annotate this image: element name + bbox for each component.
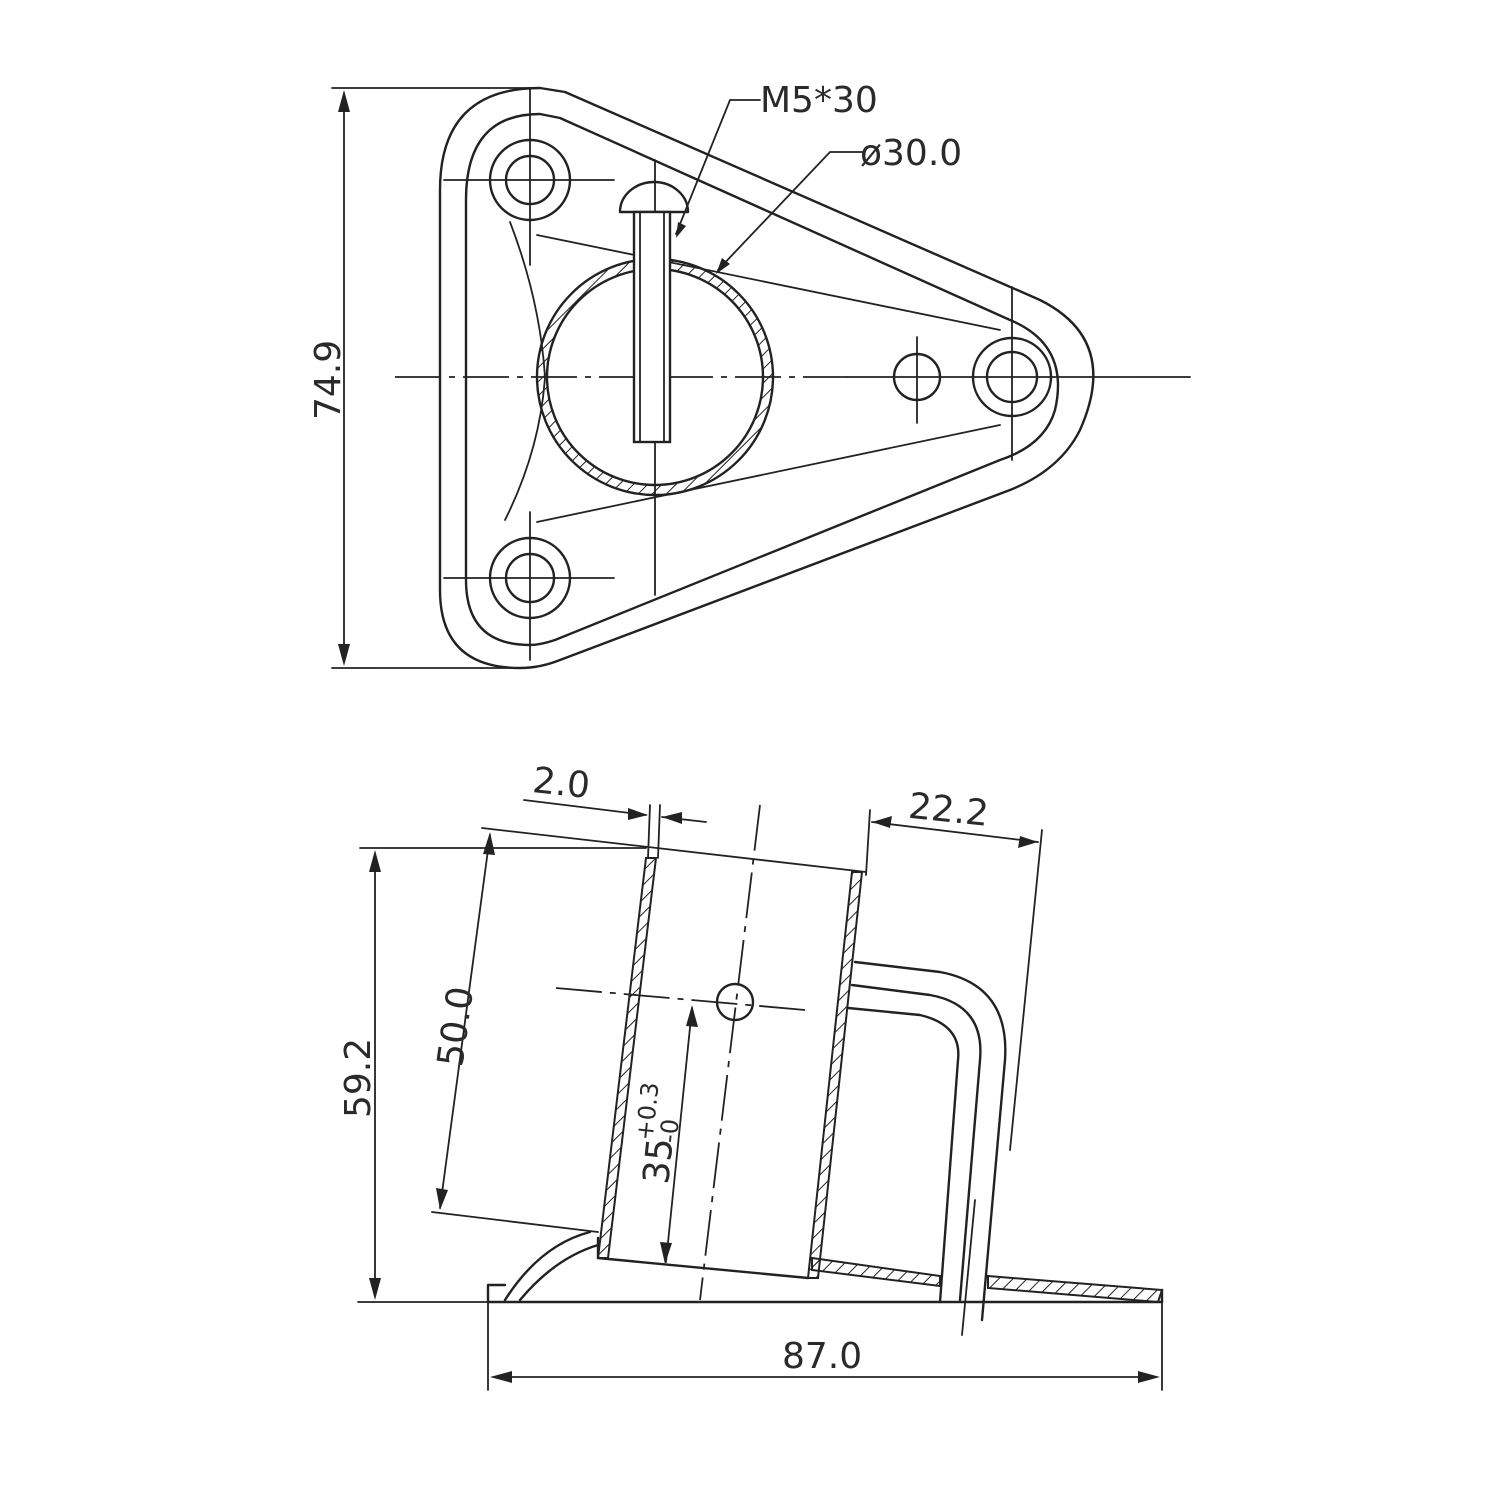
arm-centerline bbox=[961, 1199, 976, 1336]
dim-line-35 bbox=[665, 1007, 693, 1263]
dim-87-0: 87.0 bbox=[782, 1336, 862, 1377]
left-gusset-inner bbox=[518, 1243, 600, 1302]
leader-arrow bbox=[676, 222, 686, 238]
arrow bbox=[660, 1242, 672, 1264]
dim-35-value: 35 bbox=[636, 1136, 682, 1186]
arrow bbox=[872, 816, 892, 828]
ext-line bbox=[1009, 829, 1043, 1151]
arrow bbox=[686, 1005, 698, 1027]
tube-wall-left bbox=[596, 857, 658, 1259]
plate-outer-outline bbox=[438, 86, 1095, 670]
dim-line-2-0 bbox=[523, 799, 647, 816]
base-left-lip bbox=[486, 1283, 507, 1304]
dim-line-22-2 bbox=[871, 821, 1039, 843]
dim-line-50-0 bbox=[439, 834, 491, 1209]
arm-outer bbox=[853, 960, 1007, 1322]
dim-74-9: 74.9 bbox=[308, 340, 349, 420]
arrow-up bbox=[338, 90, 350, 112]
tol-upper: +0.3 bbox=[631, 1081, 665, 1142]
dim-35-tolerance: 35 +0.3 -0 bbox=[631, 1081, 685, 1186]
tol-lower: -0 bbox=[654, 1118, 684, 1145]
arrow bbox=[490, 1371, 512, 1383]
dim-2-0: 2.0 bbox=[531, 760, 592, 807]
side-section-view: 2.0 22.2 59.2 50.0 35 +0.3 -0 8 bbox=[338, 760, 1164, 1391]
base-section-hatch bbox=[987, 1274, 1164, 1304]
rib-top bbox=[536, 234, 1001, 331]
base-section-hatch bbox=[811, 1256, 941, 1288]
arrow bbox=[369, 850, 381, 872]
left-gusset-outer bbox=[503, 1230, 592, 1302]
arrow bbox=[628, 808, 648, 820]
bolt-head bbox=[618, 180, 690, 214]
leader-arrow bbox=[716, 258, 730, 274]
top-view: 74.9 M5*30 bbox=[308, 80, 1191, 670]
arrow bbox=[1018, 836, 1038, 848]
dim-50-0: 50.0 bbox=[430, 984, 482, 1069]
tube-axis-centerline bbox=[699, 804, 761, 1301]
rib-bottom bbox=[536, 424, 1001, 523]
ext-line bbox=[647, 804, 651, 859]
dim-22-2: 22.2 bbox=[907, 786, 991, 835]
leader-m5 bbox=[675, 99, 761, 235]
tube-wall-right bbox=[806, 871, 864, 1279]
arm-mid bbox=[850, 983, 982, 1302]
arrow bbox=[436, 1188, 448, 1210]
bolt-callout: M5*30 bbox=[760, 80, 878, 121]
tube-top-extension bbox=[481, 827, 867, 873]
tube-diameter-callout: ø30.0 bbox=[860, 133, 962, 174]
arrow-down bbox=[338, 644, 350, 666]
ext-line bbox=[865, 809, 871, 876]
cross-hole-centerline bbox=[555, 987, 806, 1011]
ext-line bbox=[657, 804, 661, 859]
dim-59-2: 59.2 bbox=[338, 1038, 379, 1118]
arrow bbox=[662, 812, 682, 824]
arrow bbox=[483, 832, 495, 855]
leader-d30 bbox=[717, 151, 863, 271]
plate-inner-outline bbox=[464, 112, 1060, 647]
arrow bbox=[1138, 1371, 1160, 1383]
ext-line-50-bottom bbox=[431, 1211, 599, 1233]
arrow bbox=[369, 1278, 381, 1300]
arm-inner bbox=[846, 1006, 960, 1304]
